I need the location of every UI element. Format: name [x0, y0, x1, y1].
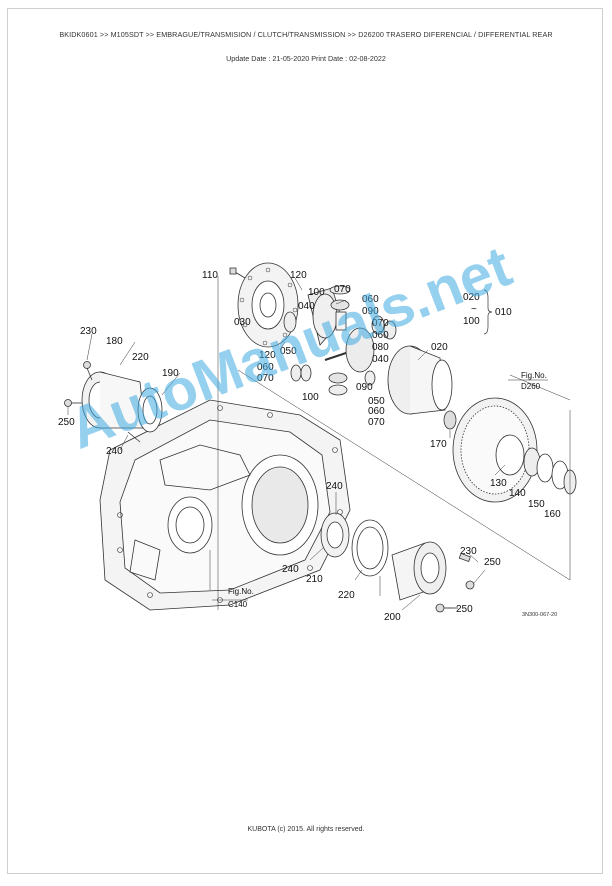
part-label-230: 230 [80, 326, 97, 337]
part-label-120: 120 [290, 270, 307, 281]
part-label-060: 060 [362, 294, 379, 305]
part-label-210: 210 [306, 574, 323, 585]
part-label-200: 200 [384, 612, 401, 623]
footer-copyright: KUBOTA (c) 2015. All rights reserved. [247, 826, 365, 833]
part-label-110: 110 [202, 270, 218, 281]
part-label-100: 100 [308, 287, 325, 298]
part-label-070: 070 [334, 284, 351, 295]
transmission-housing-drawing [99, 399, 351, 611]
group-note-from: 020 [463, 292, 480, 303]
part-label-070: 070 [257, 373, 274, 384]
part-label-080: 080 [372, 342, 389, 353]
fig-ref-value-d260: D260 [521, 382, 541, 391]
part-label-040: 040 [298, 301, 315, 312]
ring-gear-130-drawing [452, 397, 577, 503]
part-label-250: 250 [58, 417, 75, 428]
part-label-060: 060 [257, 362, 274, 373]
part-label-070: 070 [368, 417, 385, 428]
part-label-060: 060 [372, 330, 389, 341]
exploded-parts-diagram: 110 120 070 100 060 040 090 070 060 030 … [58, 262, 577, 623]
part-label-230: 230 [460, 546, 477, 557]
right-bearing-housing-drawing [320, 512, 475, 613]
part-label-090: 090 [362, 306, 379, 317]
part-label-060: 060 [368, 406, 385, 417]
part-label-130: 130 [490, 478, 507, 489]
part-label-150: 150 [528, 499, 545, 510]
differential-gears-drawing [283, 285, 397, 396]
part-label-020: 020 [431, 342, 448, 353]
side-cover-030-drawing [229, 262, 299, 348]
part-label-140: 140 [509, 488, 526, 499]
diagram-code: 3N300-067-20 [522, 612, 557, 618]
breadcrumb: BKIDK0601 >> M105SDT >> EMBRAGUE/TRANSMI… [59, 30, 553, 39]
part-label-220: 220 [338, 590, 355, 601]
differential-case-020-drawing [387, 345, 457, 430]
left-bearing-housing-drawing [64, 361, 163, 443]
part-label-050: 050 [368, 396, 385, 407]
part-label-180: 180 [106, 336, 123, 347]
part-label-170: 170 [430, 439, 447, 450]
group-bracket [483, 289, 493, 335]
leader-lines [67, 276, 571, 611]
part-label-030: 030 [234, 317, 251, 328]
group-note-to: 100 [463, 316, 480, 327]
group-note-tilde: ~ [471, 304, 477, 315]
update-print-dates: Update Date : 21-05-2020 Print Date : 02… [226, 54, 386, 63]
part-label-190: 190 [162, 368, 179, 379]
fig-ref-label-d260: Fig.No. [521, 371, 547, 380]
part-label-250: 250 [456, 604, 473, 615]
part-label-250: 250 [484, 557, 501, 568]
part-label-050: 050 [280, 346, 297, 357]
part-label-100: 100 [302, 392, 319, 403]
page-frame [7, 8, 603, 874]
part-label-090: 090 [356, 382, 373, 393]
fig-ref-value-c140: C140 [228, 600, 248, 609]
part-label-240: 240 [106, 446, 123, 457]
part-label-220: 220 [132, 352, 149, 363]
part-label-160: 160 [544, 509, 561, 520]
group-note-group: 010 [495, 307, 512, 318]
fig-ref-label-c140: Fig.No. [228, 587, 254, 596]
part-label-070: 070 [372, 318, 389, 329]
part-label-240: 240 [326, 481, 343, 492]
part-label-240: 240 [282, 564, 299, 575]
part-label-120: 120 [259, 350, 276, 361]
part-label-040: 040 [372, 354, 389, 365]
